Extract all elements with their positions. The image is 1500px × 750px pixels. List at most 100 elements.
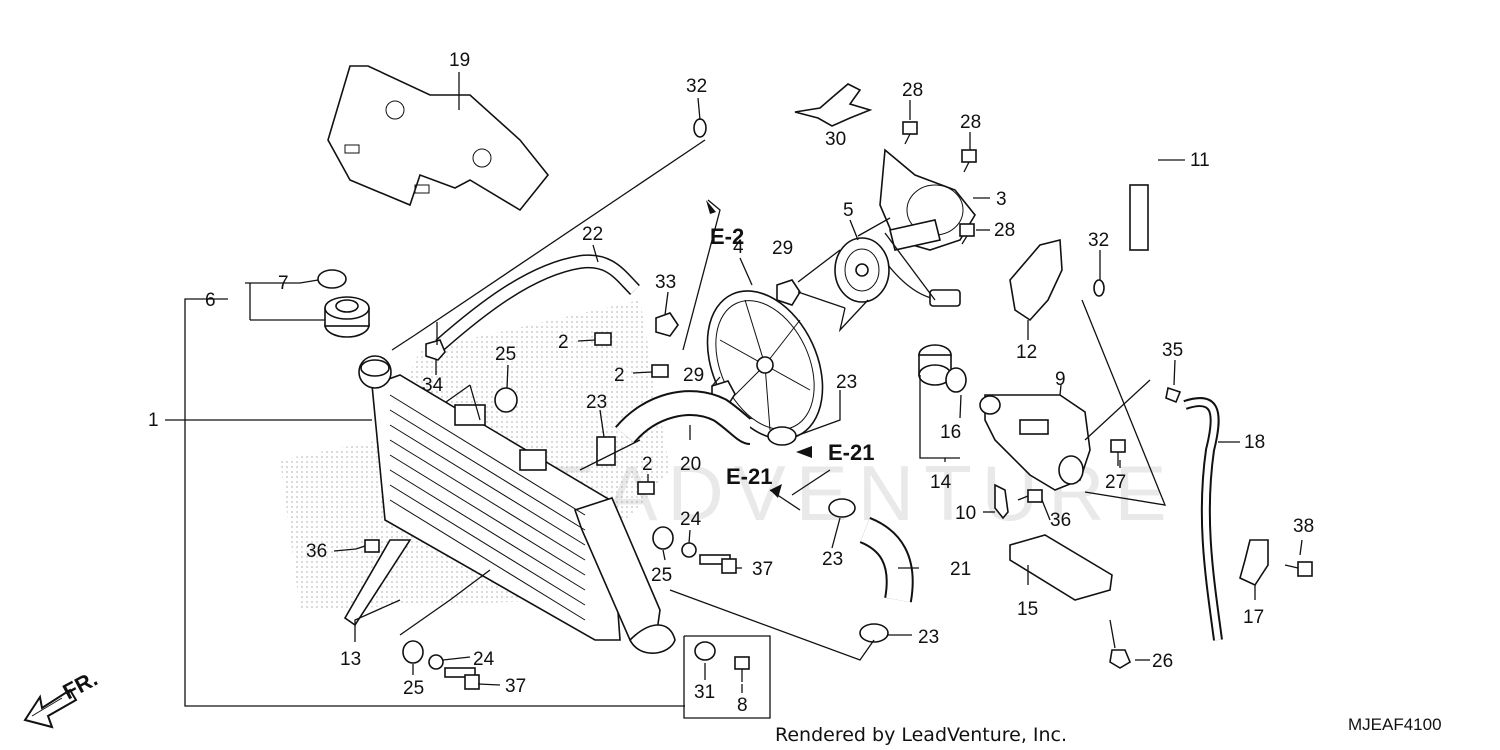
callout-27: 27	[1105, 472, 1126, 493]
bracket-part-17	[1239, 539, 1269, 587]
bolt-part-36-b	[355, 539, 380, 553]
hose-part-21	[859, 517, 914, 603]
callout-2b: 2	[614, 365, 625, 386]
ref-e21-b: E-21	[726, 464, 772, 489]
heat-shield-part-19	[327, 65, 550, 212]
callout-7: 7	[278, 273, 289, 294]
grommet-part-25-a	[494, 387, 518, 413]
e21-arrow-icon-a	[796, 446, 812, 458]
callout-23c: 23	[822, 549, 843, 570]
callout-19: 19	[449, 50, 470, 71]
callout-25c: 25	[403, 678, 424, 699]
callout-36b: 36	[306, 541, 327, 562]
callout-33: 33	[655, 272, 676, 293]
e21-arrow-icon-b	[770, 484, 782, 498]
ref-e2: E-2	[710, 224, 744, 249]
clamp-part-23-b	[767, 426, 797, 446]
callout-32a: 32	[686, 76, 707, 97]
radiator-cap-part-6	[324, 296, 370, 338]
callout-34: 34	[422, 375, 444, 396]
callout-35: 35	[1162, 340, 1183, 361]
callout-28a: 28	[902, 80, 923, 101]
callout-28b: 28	[960, 112, 981, 133]
callout-15: 15	[1017, 599, 1038, 620]
clamp-part-23-a	[596, 436, 616, 466]
clip-part-32-a	[693, 118, 707, 138]
clip-part-35	[1165, 386, 1182, 404]
bolt-part-28-a	[902, 121, 918, 145]
hose-part-20	[615, 390, 755, 445]
radiator-part-1	[358, 355, 676, 654]
clamp-part-23-c	[828, 498, 856, 518]
bolt-part-36-a	[1017, 489, 1043, 503]
o-ring-part-31	[694, 641, 716, 661]
clamp-part-23-d	[859, 623, 889, 643]
callout-28c: 28	[994, 220, 1015, 241]
bolt-part-37-b	[444, 667, 480, 690]
bolt-part-37-a	[699, 554, 737, 574]
callout-2c: 2	[642, 454, 653, 475]
callout-32b: 32	[1088, 230, 1109, 251]
bolt-part-38	[1284, 561, 1313, 577]
callout-6: 6	[205, 290, 216, 311]
callout-21: 21	[950, 559, 971, 580]
diagram-code: MJEAF4100	[1348, 715, 1442, 734]
callout-25b: 25	[651, 565, 672, 586]
callout-9: 9	[1055, 369, 1066, 390]
render-credit: Rendered by LeadVenture, Inc.	[775, 724, 1067, 746]
seal-part-7	[317, 269, 347, 289]
callout-10: 10	[955, 503, 976, 524]
callout-29a: 29	[772, 238, 793, 259]
callout-24a: 24	[680, 509, 702, 530]
front-direction-arrow-icon	[23, 688, 78, 729]
callout-22: 22	[582, 224, 603, 245]
callout-5: 5	[843, 200, 854, 221]
water-pump-part-9	[979, 394, 1091, 491]
nut-part-29-a	[776, 279, 801, 306]
bolt-part-28-c	[959, 223, 975, 245]
cover-part-15	[1009, 534, 1113, 601]
hose-part-18	[1183, 397, 1223, 641]
clip-part-2-b	[651, 364, 669, 378]
callout-24b: 24	[473, 649, 495, 670]
callout-17: 17	[1243, 607, 1264, 628]
callout-16: 16	[940, 422, 961, 443]
callout-18: 18	[1244, 432, 1265, 453]
clip-part-10	[994, 483, 1009, 520]
overflow-hose-part-11	[703, 36, 1165, 293]
bolt-part-26	[1109, 649, 1132, 669]
callout-23a: 23	[586, 392, 607, 413]
callout-1: 1	[148, 410, 159, 431]
callout-8: 8	[737, 695, 748, 716]
hose-joint-part-14	[918, 344, 952, 386]
fan-shroud-part-3	[879, 148, 976, 251]
collar-part-24-a	[681, 542, 697, 558]
grommet-part-25-b	[652, 526, 674, 550]
nut-part-33	[655, 312, 679, 337]
e2-arrow-icon	[706, 200, 716, 214]
callout-36a: 36	[1050, 510, 1071, 531]
callout-4: 4	[733, 237, 744, 258]
bracket-part-12	[1009, 238, 1063, 322]
callout-31: 31	[694, 682, 715, 703]
callout-3: 3	[996, 189, 1007, 210]
callout-37b: 37	[505, 676, 526, 697]
clip-part-30	[794, 83, 873, 127]
callout-25a: 25	[495, 344, 516, 365]
callout-37a: 37	[752, 559, 773, 580]
clamp-part-34	[425, 339, 446, 361]
ref-e21-a: E-21	[828, 440, 874, 465]
grommet-part-25-c	[402, 640, 424, 664]
callout-38: 38	[1293, 516, 1314, 537]
callout-12: 12	[1016, 342, 1037, 363]
clip-part-2-a	[594, 332, 612, 346]
callout-13: 13	[340, 649, 361, 670]
bolt-part-8	[734, 656, 750, 682]
collar-part-24-b	[428, 654, 444, 670]
fan-motor-part-5	[834, 237, 961, 307]
hose-part-22	[435, 254, 641, 351]
callout-23d: 23	[918, 627, 939, 648]
callout-2a: 2	[558, 332, 569, 353]
